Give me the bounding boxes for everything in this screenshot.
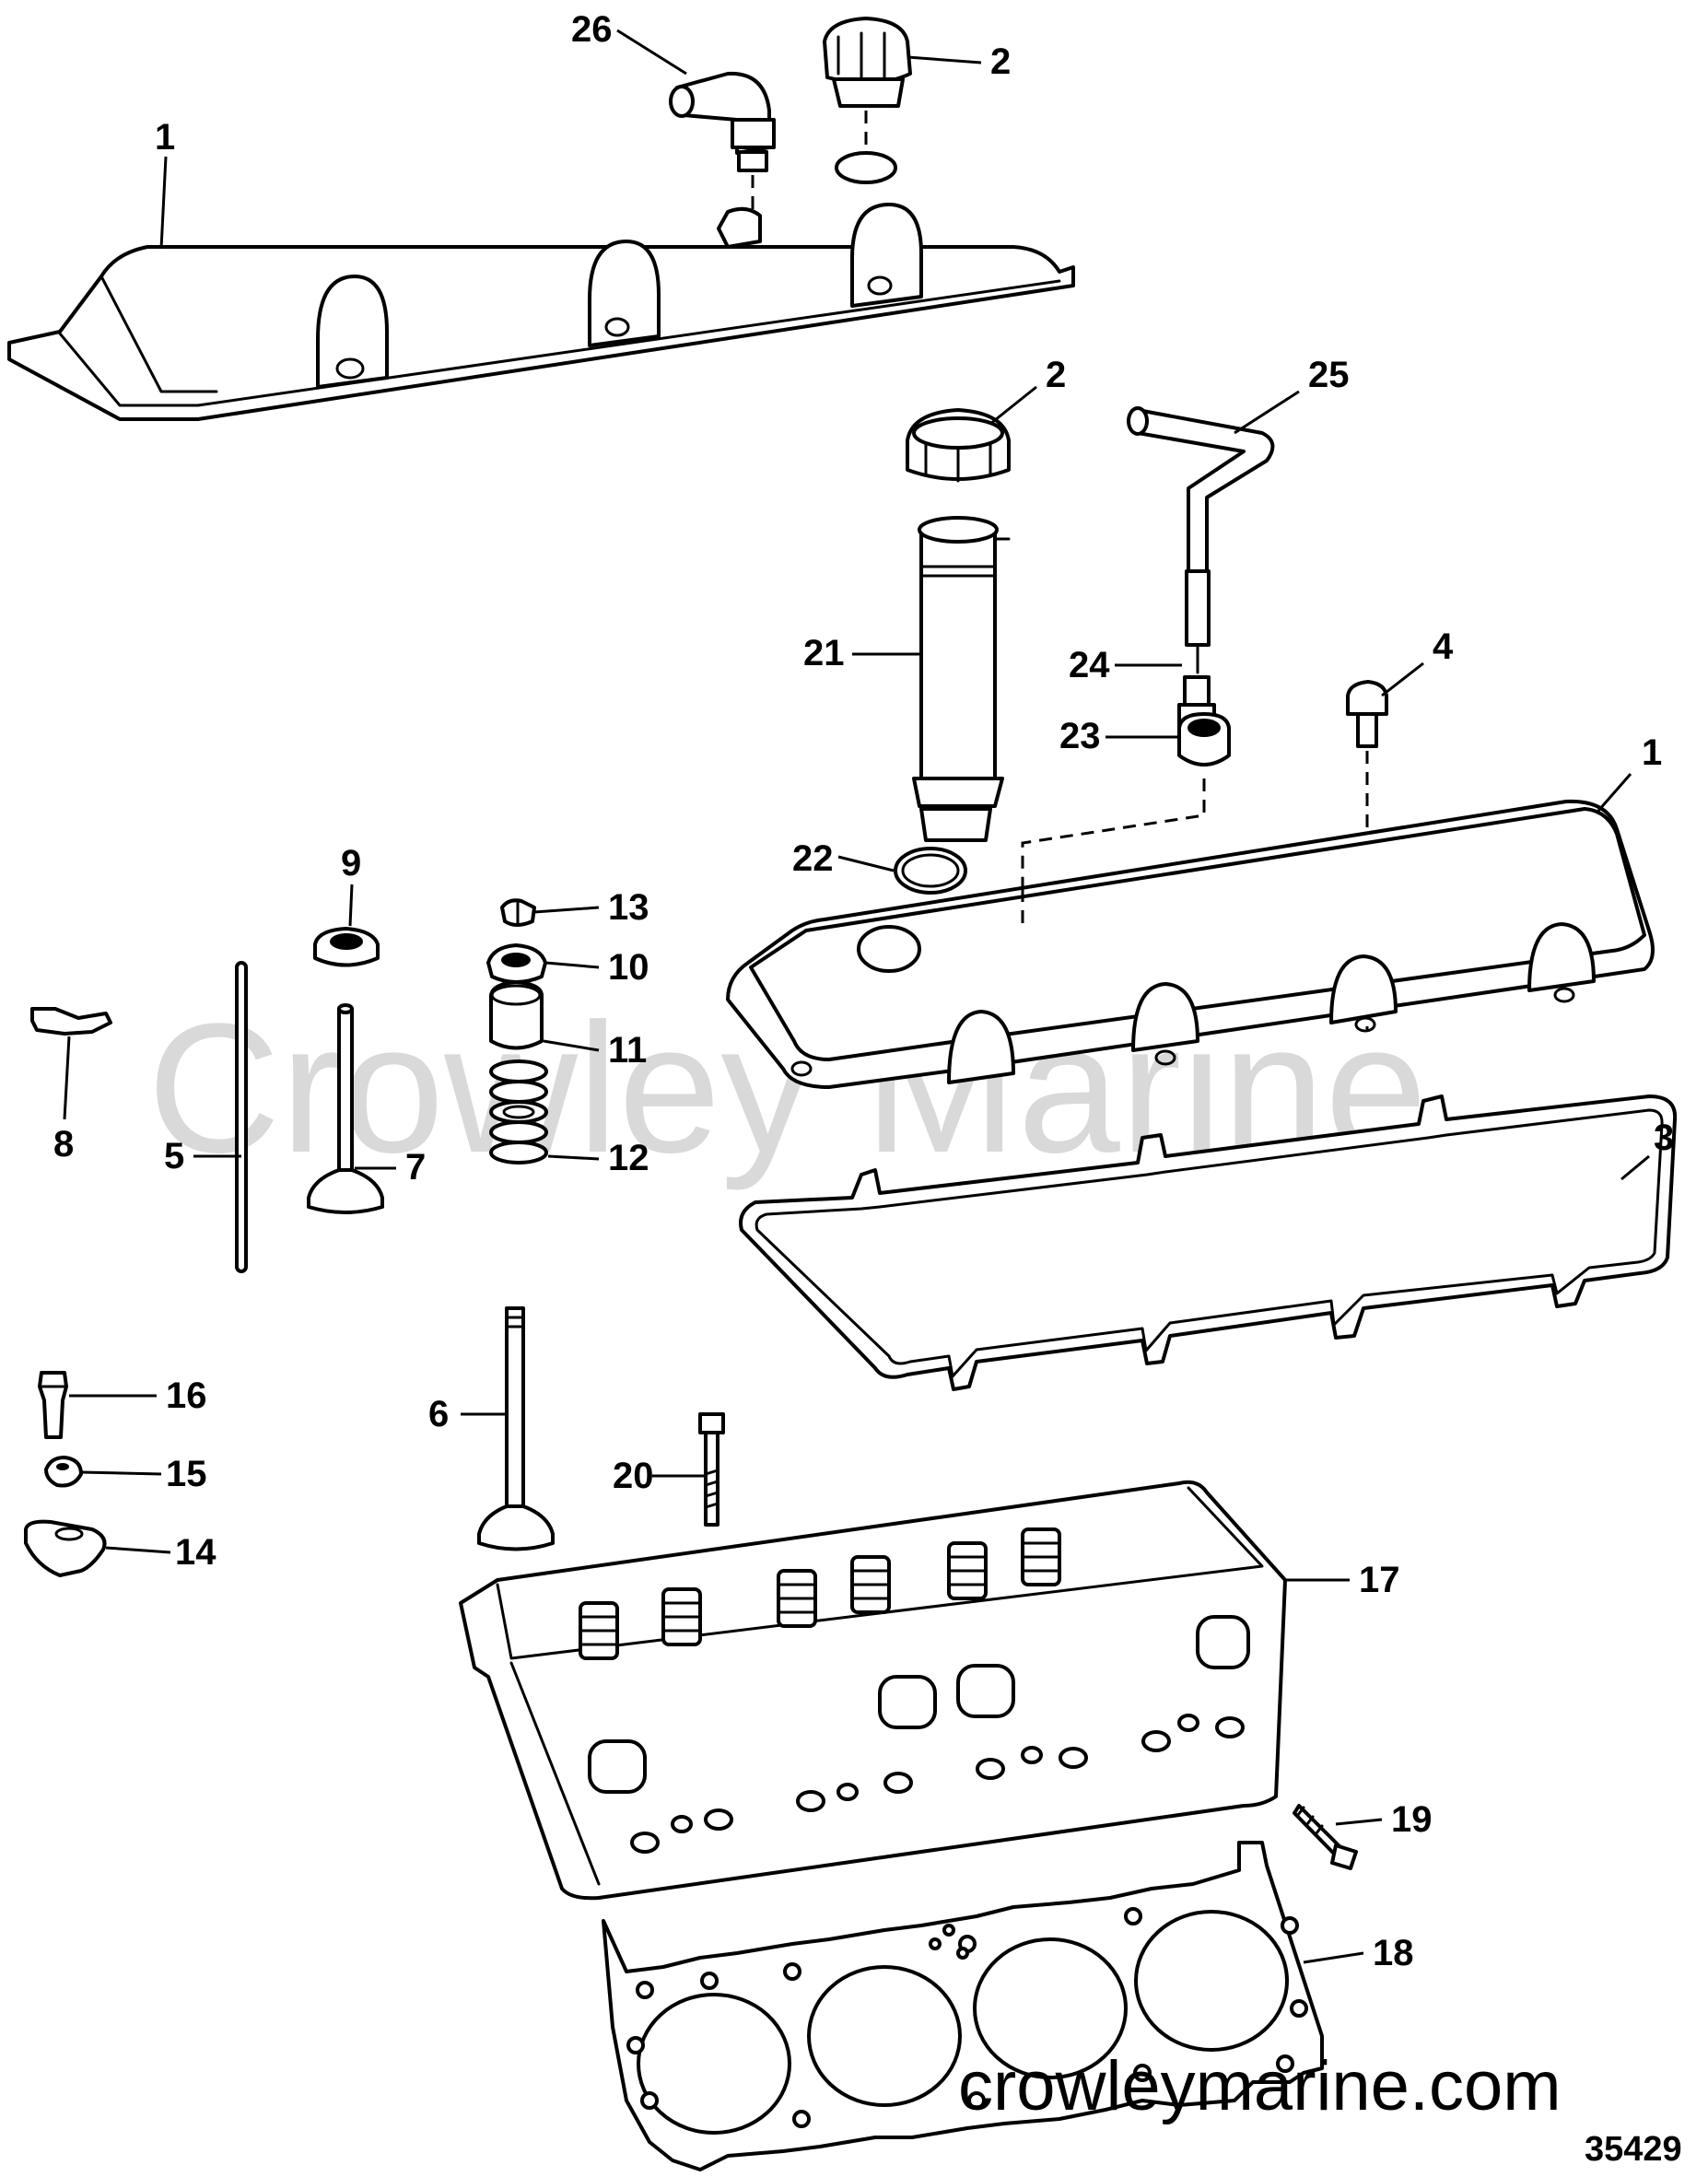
- callout-22-o-ring: 22: [792, 838, 834, 879]
- rocker-arm: [24, 1519, 107, 1577]
- reference-number: 35429: [1585, 2130, 1682, 2169]
- callout-15-pivot-ball: 15: [166, 1454, 207, 1494]
- oil-fill-cap-top: [823, 17, 912, 152]
- callout-17-cylinder-head: 17: [1359, 1560, 1400, 1600]
- callout-20-long-bolt: 20: [613, 1456, 654, 1496]
- callout-9-spring-cap: 9: [341, 843, 361, 884]
- callout-13-keeper: 13: [608, 887, 649, 928]
- pivot-ball: [44, 1456, 83, 1488]
- rocker-cover-right: [726, 799, 1655, 1089]
- callout-14-rocker-arm: 14: [175, 1532, 216, 1573]
- vent-hose: [1127, 406, 1275, 674]
- valve-spring: [489, 1059, 548, 1165]
- valve-keeper: [500, 898, 536, 927]
- oil-fill-tube: [912, 516, 1011, 842]
- spring-cap: [313, 927, 380, 967]
- gasket-bolt-holes: [626, 1907, 1308, 2128]
- callout-10-retainer: 10: [608, 947, 649, 988]
- head-valve-springs: [579, 1527, 1061, 1660]
- vent-elbow: [669, 71, 776, 212]
- rocker-cover-gasket: [739, 1094, 1678, 1391]
- callout-12-spring: 12: [608, 1138, 649, 1178]
- rocker-stud: [38, 1371, 68, 1439]
- rocker-cover-left: [7, 151, 1075, 421]
- head-bolt-short: [1293, 1804, 1358, 1870]
- callout-11-oil-shield: 11: [608, 1030, 647, 1071]
- callout-5-push-rod: 5: [164, 1136, 184, 1176]
- watermark-url: crowleymarine.com: [958, 2047, 1562, 2125]
- callout-3-gasket: 3: [1654, 1118, 1674, 1158]
- intake-valve: [307, 1003, 384, 1214]
- rocker-arm-guide: [30, 1007, 112, 1036]
- head-bolt-long: [698, 1412, 725, 1527]
- cylinder-head: [459, 1480, 1287, 1901]
- callout-25-vent-hose: 25: [1308, 355, 1350, 395]
- grommet: [1021, 712, 1231, 889]
- exhaust-valve: [477, 1306, 555, 1551]
- callout-7-intake-valve: 7: [405, 1147, 426, 1188]
- callout-23-grommet: 23: [1059, 716, 1101, 756]
- callout-24-pcv-valve: 24: [1069, 645, 1110, 685]
- callout-18-head-gasket: 18: [1373, 1933, 1414, 1973]
- callout-1-left-cover: 1: [155, 117, 175, 158]
- callout-21-fill-tube: 21: [803, 633, 845, 673]
- callout-2-middle-cap: 2: [1046, 355, 1066, 395]
- callout-6-exhaust-valve: 6: [428, 1394, 449, 1434]
- spring-retainer: [486, 943, 547, 984]
- push-rod: [235, 961, 248, 1273]
- leader-lines: [63, 29, 1650, 1964]
- callout-labels: 1 2 26 2 25 21 24 4 23 1 22 9 13 10 11 7…: [53, 9, 1674, 1973]
- valve-oil-shield: [489, 980, 544, 1050]
- callout-4-bolt: 4: [1433, 626, 1454, 667]
- callout-16-stud: 16: [166, 1375, 207, 1416]
- callout-1-right-cover: 1: [1642, 732, 1662, 773]
- callout-19-short-bolt: 19: [1391, 1799, 1433, 1840]
- cover-bolt: [1346, 680, 1388, 1032]
- o-ring: [894, 847, 967, 895]
- callout-2-top-cap: 2: [990, 41, 1011, 82]
- callout-26-vent-elbow: 26: [571, 9, 613, 50]
- oil-fill-cap-middle: [906, 408, 1011, 483]
- head-gasket: [602, 1841, 1324, 2171]
- callout-8-guide: 8: [53, 1124, 74, 1165]
